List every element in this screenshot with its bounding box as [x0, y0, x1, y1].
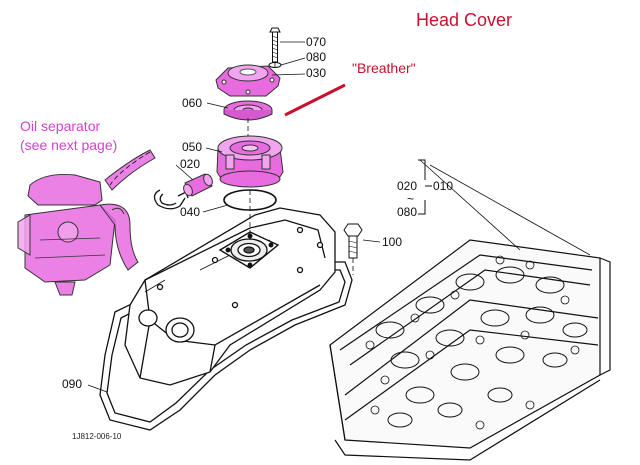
oil-separator-annotation: Oil separator: [20, 118, 101, 134]
part-label-070: 070: [306, 35, 327, 49]
oil-separator-note: (see next page): [20, 137, 118, 153]
part-label-090: 090: [62, 377, 83, 391]
range-bracket: [418, 159, 432, 215]
oil-separator-drawing: [17, 149, 156, 296]
cylinder-head-drawing: [329, 239, 611, 461]
part-label-range-end: 080: [397, 205, 418, 219]
breather-pointer-line: [284, 83, 346, 117]
figure-code: 1J812-006-10: [72, 432, 122, 441]
label-leader-lines: [87, 41, 381, 393]
part-label-040: 040: [180, 205, 201, 219]
breather-annotation: "Breather": [352, 60, 416, 76]
pipe-drawing: [183, 173, 213, 197]
part-label-range-start: 020: [397, 179, 418, 193]
part-label-010: 010: [433, 179, 454, 193]
screw-drawing: [269, 27, 281, 63]
bolt-drawing: [343, 223, 363, 259]
part-label-060: 060: [182, 96, 203, 110]
assembly-centre-lines: [109, 62, 354, 275]
diaphragm-drawing: [223, 100, 273, 121]
part-label-range-tilde: ~: [407, 192, 415, 206]
diagram-title: Head Cover: [416, 10, 513, 30]
part-label-080: 080: [306, 50, 327, 64]
part-label-020: 020: [180, 157, 201, 171]
part-label-050: 050: [182, 140, 203, 154]
part-label-100: 100: [382, 235, 403, 249]
breather-cover-drawing: [215, 64, 281, 97]
reference-lines: [419, 159, 591, 256]
part-label-030: 030: [306, 66, 327, 80]
breather-body-drawing: [216, 135, 284, 188]
head-cover-body: [124, 207, 336, 386]
